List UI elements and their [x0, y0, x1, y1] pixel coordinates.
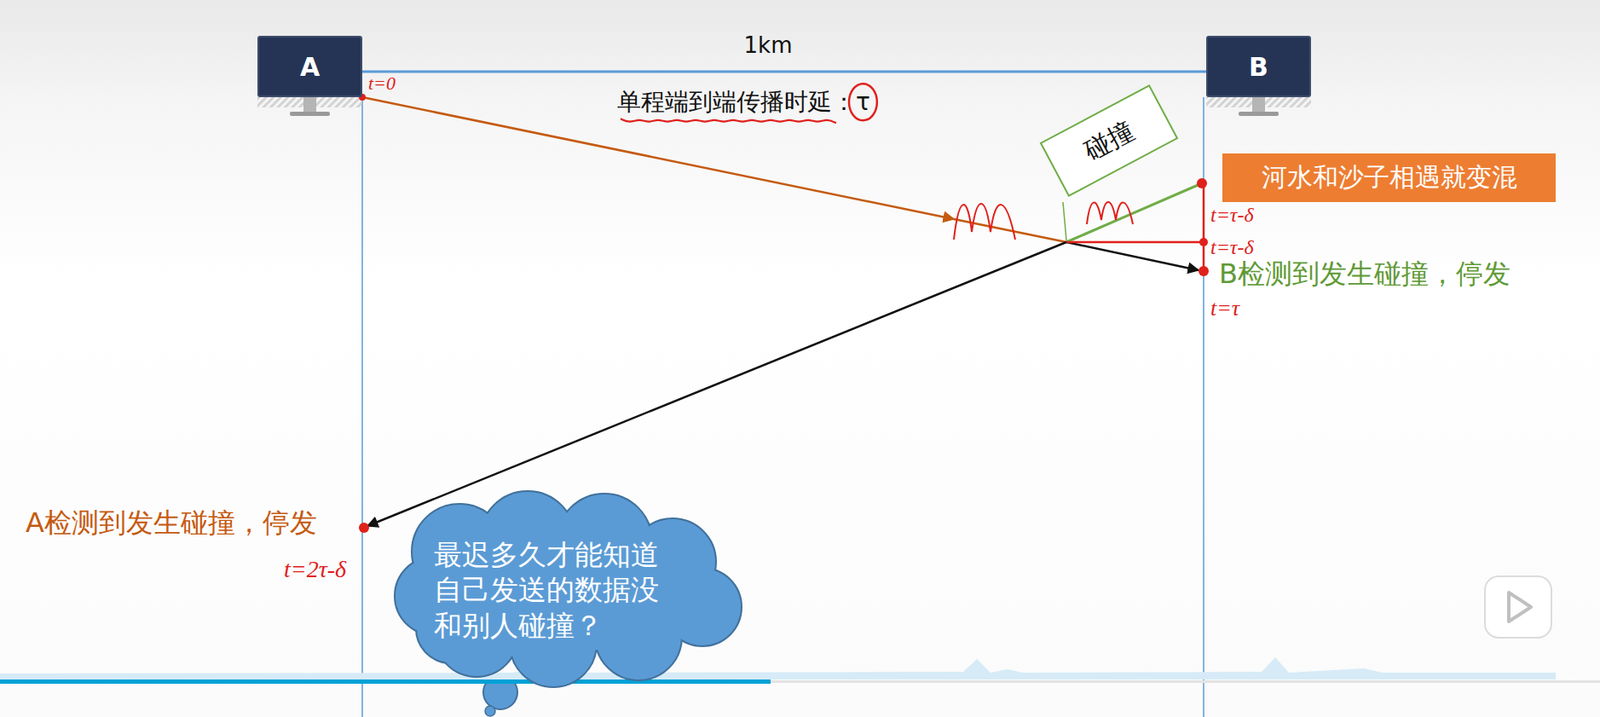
collision-signal — [1066, 242, 1199, 271]
time-mark: t=0 — [368, 72, 396, 95]
play-button — [1484, 576, 1552, 638]
cloud-bubble — [485, 705, 496, 717]
question-cloud: 最迟多久才能知道自己发送的数据没和别人碰撞？ — [382, 500, 751, 679]
event-dot — [1199, 237, 1208, 247]
detect-note-a: A检测到发生碰撞，停发 — [25, 506, 318, 539]
node-text: 河水和沙子相遇就变混 — [1261, 160, 1518, 196]
signal-wave-sketch — [953, 203, 1016, 240]
detect-note-b: B检测到发生碰撞，停发 — [1218, 257, 1511, 290]
event-dot — [1198, 265, 1209, 277]
signal-line-b — [1066, 183, 1202, 243]
progress-track — [0, 680, 1600, 683]
collision-tag: 碰撞 — [1039, 84, 1179, 197]
computer-b: B — [1206, 35, 1312, 98]
propagation-delay-note: 单程端到端传播时延：τ — [617, 87, 871, 117]
red-mark-line — [1066, 241, 1204, 244]
time-axis — [361, 97, 364, 717]
host-name: B — [1248, 51, 1269, 82]
computer-a: A — [257, 35, 363, 98]
question-text: 最迟多久才能知道自己发送的数据没和别人碰撞？ — [433, 537, 662, 643]
time-axis — [1202, 97, 1205, 717]
monitor-base — [289, 111, 330, 116]
event-dot — [358, 522, 370, 533]
host-name: A — [300, 51, 320, 82]
progress-bar — [0, 679, 771, 684]
monitor-neck — [303, 97, 317, 112]
collision-signal — [367, 242, 1067, 526]
time-mark: t=2τ-δ — [283, 554, 347, 584]
play-icon — [1508, 592, 1531, 622]
monitor-neck — [1252, 97, 1265, 112]
time-mark: t=τ-δ — [1210, 202, 1254, 228]
distance-label: 1km — [744, 32, 793, 59]
leader-line — [1062, 202, 1067, 241]
time-mark: t=τ-δ — [1210, 235, 1254, 260]
cloud-outline — [395, 491, 741, 687]
cloud-fill — [395, 491, 741, 687]
wavy-underline — [620, 118, 837, 123]
monitor-base — [1238, 111, 1279, 116]
analogy-note: 河水和沙子相遇就变混 — [1222, 153, 1556, 203]
time-mark: t=τ — [1210, 294, 1240, 322]
signal-wave-sketch — [1086, 202, 1133, 225]
distance-line — [362, 70, 1207, 74]
cloud-bump — [595, 594, 682, 680]
event-dot — [1196, 178, 1208, 189]
audio-wave-band — [0, 657, 1556, 680]
node-text: 碰撞 — [1078, 113, 1140, 168]
cloud-bump — [595, 594, 682, 680]
red-mark-line — [1202, 183, 1206, 272]
